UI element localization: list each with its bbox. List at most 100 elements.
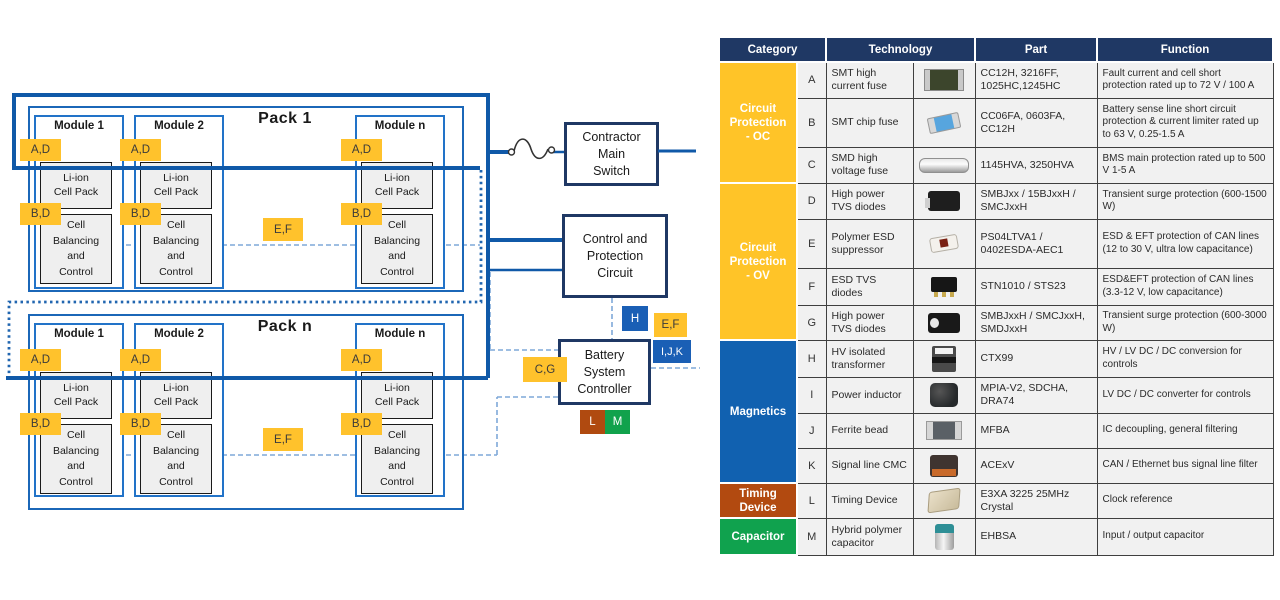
letter-cell-H: H bbox=[796, 339, 827, 378]
timing-device-crystal-photo bbox=[927, 487, 961, 514]
technology-cell-G: High power TVS diodes bbox=[825, 304, 914, 341]
function-cell-C: BMS main protection rated up to 500 V 1-… bbox=[1096, 146, 1274, 184]
battery-system-controller-box: Battery System Controller bbox=[558, 339, 651, 405]
badge-m: M bbox=[605, 410, 630, 434]
function-cell-A: Fault current and cell short protection … bbox=[1096, 61, 1274, 99]
technology-cell-M: Hybrid polymer capacitor bbox=[825, 517, 914, 556]
photo-cell-G bbox=[912, 304, 976, 341]
part-cell-A: CC12H, 3216FF, 1025HC,1245HC bbox=[974, 61, 1098, 99]
header-category: Category bbox=[717, 36, 828, 63]
function-cell-H: HV / LV DC / DC conversion for controls bbox=[1096, 339, 1274, 378]
function-cell-F: ESD&EFT protection of CAN lines (3.3-12 … bbox=[1096, 267, 1274, 306]
part-cell-G: SMBJxxH / SMCJxxH, SMDJxxH bbox=[974, 304, 1098, 341]
technology-cell-J: Ferrite bead bbox=[825, 412, 914, 449]
power-inductor-photo bbox=[930, 383, 959, 407]
category-cell-1: Circuit Protection - OV bbox=[718, 182, 798, 341]
category-cell-0: Circuit Protection - OC bbox=[718, 61, 798, 184]
technology-cell-F: ESD TVS diodes bbox=[825, 267, 914, 306]
polymer-esd-suppressor-photo bbox=[928, 233, 960, 254]
letter-cell-I: I bbox=[796, 376, 827, 414]
letter-cell-A: A bbox=[796, 61, 827, 99]
signal-line-cmc-photo bbox=[930, 454, 959, 477]
hv-isolated-transformer-photo bbox=[932, 345, 957, 372]
technology-cell-L: Timing Device bbox=[825, 482, 914, 519]
function-cell-B: Battery sense line short circuit protect… bbox=[1096, 97, 1274, 148]
badge-cg: C,G bbox=[523, 357, 567, 382]
technology-cell-C: SMD high voltage fuse bbox=[825, 146, 914, 184]
category-cell-3: Timing Device bbox=[718, 482, 798, 519]
photo-cell-F bbox=[912, 267, 976, 306]
letter-cell-J: J bbox=[796, 412, 827, 449]
photo-cell-L bbox=[912, 482, 976, 519]
technology-cell-K: Signal line CMC bbox=[825, 447, 914, 484]
high-power-tvs-diode-photo bbox=[928, 312, 961, 333]
pack0-module-0-badge-ad: A,D bbox=[20, 139, 61, 161]
letter-cell-K: K bbox=[796, 447, 827, 484]
letter-cell-M: M bbox=[796, 517, 827, 556]
part-cell-E: PS04LTVA1 / 0402ESDA-AEC1 bbox=[974, 218, 1098, 269]
photo-cell-D bbox=[912, 182, 976, 220]
function-cell-E: ESD & EFT protection of CAN lines (12 to… bbox=[1096, 218, 1274, 269]
contractor-main-switch-box: Contractor Main Switch bbox=[564, 122, 659, 186]
letter-cell-B: B bbox=[796, 97, 827, 148]
pack-n-label: Pack n bbox=[257, 318, 313, 335]
pack0-badge-ef: E,F bbox=[263, 218, 303, 241]
high-power-tvs-diode-photo bbox=[925, 191, 961, 211]
letter-cell-C: C bbox=[796, 146, 827, 184]
bms-block-diagram: Contractor Main Switch Control and Prote… bbox=[6, 93, 700, 510]
technology-cell-A: SMT high current fuse bbox=[825, 61, 914, 99]
pack0-module-0-badge-bd: B,D bbox=[20, 203, 61, 225]
part-cell-K: ACExV bbox=[974, 447, 1098, 484]
smd-high-voltage-fuse-photo bbox=[919, 157, 970, 173]
pack-1-label: Pack 1 bbox=[258, 110, 312, 127]
pack1-module-2-badge-bd: B,D bbox=[341, 413, 382, 435]
photo-cell-A bbox=[912, 61, 976, 99]
smt-chip-fuse-photo bbox=[926, 111, 962, 134]
header-technology: Technology bbox=[825, 36, 977, 63]
pack1-module-0-badge-bd: B,D bbox=[20, 413, 61, 435]
function-cell-G: Transient surge protection (600-3000 W) bbox=[1096, 304, 1274, 341]
badge-ijk: I,J,K bbox=[653, 340, 691, 363]
technology-cell-D: High power TVS diodes bbox=[825, 182, 914, 220]
part-cell-F: STN1010 / STS23 bbox=[974, 267, 1098, 306]
letter-cell-G: G bbox=[796, 304, 827, 341]
control-protection-circuit-box: Control and Protection Circuit bbox=[562, 214, 668, 298]
part-cell-B: CC06FA, 0603FA, CC12H bbox=[974, 97, 1098, 148]
photo-cell-B bbox=[912, 97, 976, 148]
function-cell-D: Transient surge protection (600-1500 W) bbox=[1096, 182, 1274, 220]
function-cell-M: Input / output capacitor bbox=[1096, 517, 1274, 556]
letter-cell-L: L bbox=[796, 482, 827, 519]
part-cell-C: 1145HVA, 3250HVA bbox=[974, 146, 1098, 184]
technology-cell-E: Polymer ESD suppressor bbox=[825, 218, 914, 269]
pack1-module-2-badge-ad: A,D bbox=[341, 349, 382, 371]
pack1-module-0-badge-ad: A,D bbox=[20, 349, 61, 371]
header-part: Part bbox=[974, 36, 1099, 63]
photo-cell-M bbox=[912, 517, 976, 556]
function-cell-L: Clock reference bbox=[1096, 482, 1274, 519]
letter-cell-E: E bbox=[796, 218, 827, 269]
letter-cell-F: F bbox=[796, 267, 827, 306]
table-header: Category Technology Part Function bbox=[717, 36, 1275, 63]
badge-h: H bbox=[622, 306, 648, 331]
pack1-badge-ef: E,F bbox=[263, 428, 303, 451]
category-cell-4: Capacitor bbox=[718, 517, 798, 556]
letter-cell-D: D bbox=[796, 182, 827, 220]
technology-cell-I: Power inductor bbox=[825, 376, 914, 414]
badge-l: L bbox=[580, 410, 605, 434]
part-cell-D: SMBJxx / 15BJxxH / SMCJxxH bbox=[974, 182, 1098, 220]
pack1-module-1-badge-bd: B,D bbox=[120, 413, 161, 435]
function-cell-I: LV DC / DC converter for controls bbox=[1096, 376, 1274, 414]
photo-cell-H bbox=[912, 339, 976, 378]
smt-high-current-fuse-photo bbox=[924, 69, 965, 92]
pack0-module-1-badge-ad: A,D bbox=[120, 139, 161, 161]
